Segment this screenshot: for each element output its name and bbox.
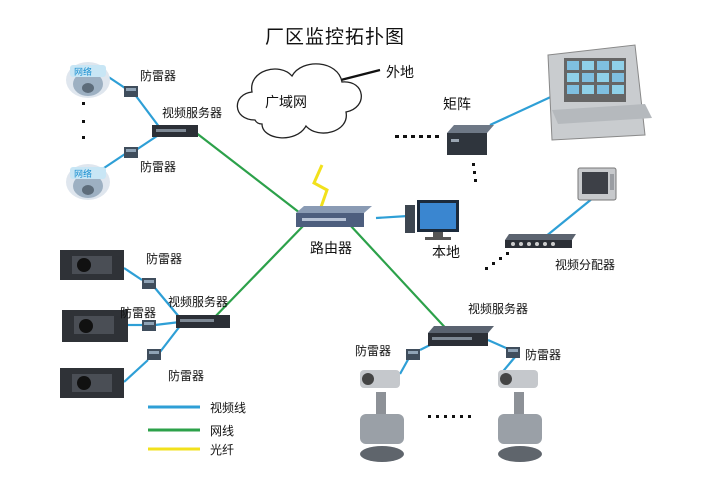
surge-arrester-icon [124,147,138,158]
arrester-label: 防雷器 [120,306,157,320]
video-server-label: 视频服务器 [468,302,529,316]
box-camera-icon [60,368,124,398]
legend-fiber-label: 光纤 [210,443,235,457]
camera-screen-text: 网络 [74,66,92,78]
legend-net-label: 网线 [210,424,235,438]
surge-arrester-icon [142,320,156,331]
surge-arrester-icon [506,347,520,358]
surge-arrester-icon [147,349,161,360]
video-server-icon [176,315,230,328]
arrester-label: 防雷器 [355,344,392,358]
arrester-label: 防雷器 [140,69,177,83]
surge-arrester-icon [142,278,156,289]
wan-label: 广域网 [265,95,307,111]
fiber-line [312,164,329,211]
arrester-label: 防雷器 [168,369,205,383]
router-label: 路由器 [310,241,352,257]
cloud-icon [236,63,362,139]
distributor-icon [505,234,576,248]
video-server-label: 视频服务器 [162,106,223,120]
dome-camera-icon [66,62,110,98]
matrix-icon [447,125,494,155]
monitor-icon [577,167,617,201]
legend-video-label: 视频线 [210,401,247,415]
matrix-label: 矩阵 [443,97,471,113]
arrester-label: 防雷器 [146,252,183,266]
video-server-icon [152,125,198,137]
dome-camera-icon [66,164,110,200]
console-icon [547,44,652,141]
router-icon [296,206,372,227]
ptz-camera-icon [498,370,542,462]
camera-screen-text: 网络 [74,168,92,180]
video-server-icon [428,326,494,346]
local-label: 本地 [432,245,460,261]
box-camera-icon [62,310,128,342]
surge-arrester-icon [124,86,138,97]
surge-arrester-icon [406,349,420,360]
video-distributor-label: 视频分配器 [555,258,616,272]
monitor-icon [405,200,459,240]
network-lines [194,131,453,336]
ellipsis-dots [82,102,509,418]
remote-label: 外地 [386,65,414,81]
ptz-camera-icon [360,370,404,462]
video-server-label: 视频服务器 [168,295,229,309]
diagram-title: 厂区监控拓扑图 [265,26,406,48]
arrester-label: 防雷器 [140,160,177,174]
arrester-label: 防雷器 [525,348,562,362]
box-camera-icon [60,250,124,280]
